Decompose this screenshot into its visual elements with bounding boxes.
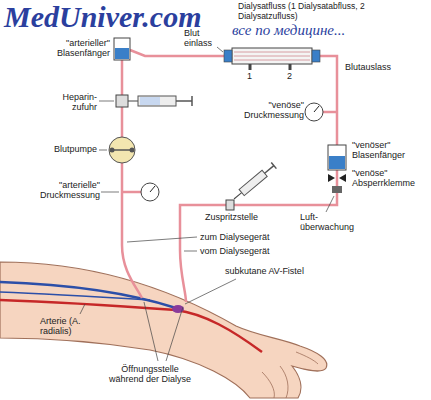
component-label: Blutauslass: [345, 62, 409, 72]
leader-line: [80, 304, 85, 314]
heparin-syringe: [138, 96, 176, 106]
leader-line: [217, 47, 223, 52]
venous-bubble-trap: [328, 174, 346, 182]
watermark: все по медицине...: [232, 22, 422, 39]
leader-line: [101, 192, 119, 193]
tube-label: vom Dialysegerät: [200, 246, 290, 256]
injection-port: [231, 163, 276, 203]
forearm: [0, 262, 327, 398]
blood-pump: [110, 148, 115, 153]
dialysate-label: Dialysatfluss (1 Dialysatabfluss, 2 Dial…: [238, 2, 398, 22]
forearm: [262, 372, 274, 398]
heparin-syringe: [140, 97, 160, 105]
anatomy-label: Öffnungsstelle während der Dialyse: [108, 364, 192, 385]
component-label: "venöse" Druckmessung: [232, 100, 304, 121]
heparin-syringe: [128, 101, 138, 102]
blood-pump: [109, 137, 135, 163]
component-label: Heparin-zufuhr: [40, 92, 97, 113]
leader-line: [127, 237, 197, 242]
leader-line: [99, 101, 114, 102]
dialyzer: [250, 64, 290, 70]
blood-tubing: [323, 111, 337, 114]
forearm: [296, 352, 318, 364]
injection-port: [226, 163, 276, 210]
pressure-gauge: [305, 103, 323, 121]
watermark: MedUniver.com: [4, 0, 244, 35]
heparin-syringe: [116, 95, 192, 107]
leader-line: [326, 196, 334, 212]
blood-tubing: [122, 191, 141, 194]
injection-port: [234, 193, 242, 199]
pressure-gauge: [314, 106, 319, 112]
tube-label: zum Dialysegerät: [200, 232, 290, 242]
component-label: "arterielle" Druckmessung: [34, 180, 100, 201]
component-label: "venöse" Absperrklemme: [352, 168, 426, 189]
dialyzer: [234, 52, 310, 60]
heparin-syringe: [116, 95, 128, 107]
blood-vessels: [0, 292, 150, 300]
air-detector: [332, 186, 342, 193]
dialyzer: [232, 48, 312, 64]
dialyzer: [224, 50, 232, 62]
component-label: Zuspritzstelle: [205, 212, 275, 222]
blood-pump: [109, 137, 135, 163]
injection-port: [239, 170, 267, 195]
leader-line: [184, 251, 197, 252]
leader-line: [80, 47, 334, 361]
blood-tubing: [122, 50, 337, 302]
dialyzer: [224, 48, 320, 70]
forearm: [280, 366, 288, 398]
injection-port: [262, 163, 276, 177]
venous-bubble-trap: [328, 145, 346, 170]
venous-bubble-trap: [328, 145, 346, 182]
venous-bubble-trap: [329, 156, 345, 169]
forearm: [0, 262, 327, 398]
injection-port: [226, 200, 234, 210]
heparin-syringe: [176, 96, 192, 106]
component-label: Luft-überwachung: [300, 212, 364, 233]
blood-pump: [112, 149, 132, 151]
leader-line: [166, 307, 183, 361]
leader-line: [99, 150, 107, 151]
port-number: 1: [247, 71, 259, 81]
blood-vessels: [0, 300, 262, 352]
blood-tubing: [320, 56, 337, 145]
blood-vessels: [0, 282, 262, 352]
pressure-gauge: [150, 186, 155, 192]
pressure-gauge: [141, 183, 159, 201]
anatomy-label: subkutane AV-Fistel: [225, 266, 325, 276]
blood-tubing: [180, 170, 337, 302]
arterial-bubble-trap: [114, 38, 130, 60]
component-label: "venöser" Blasenfänger: [352, 140, 426, 161]
component-label: Blutpumpe: [40, 144, 97, 154]
arterial-bubble-trap: [114, 38, 130, 60]
component-label: "arterieller" Blasenfänger: [36, 38, 110, 59]
blood-pump: [130, 148, 135, 153]
anatomy-label: Arterie (A. radialis): [40, 316, 112, 337]
dialyzer: [312, 50, 320, 62]
leader-line: [185, 279, 236, 304]
leader-line: [144, 302, 158, 361]
arterial-bubble-trap: [115, 48, 129, 59]
air-detector: [332, 186, 342, 193]
blood-tubing: [130, 50, 224, 56]
component-label: Blut einlass: [184, 28, 220, 49]
port-number: 2: [287, 71, 299, 81]
